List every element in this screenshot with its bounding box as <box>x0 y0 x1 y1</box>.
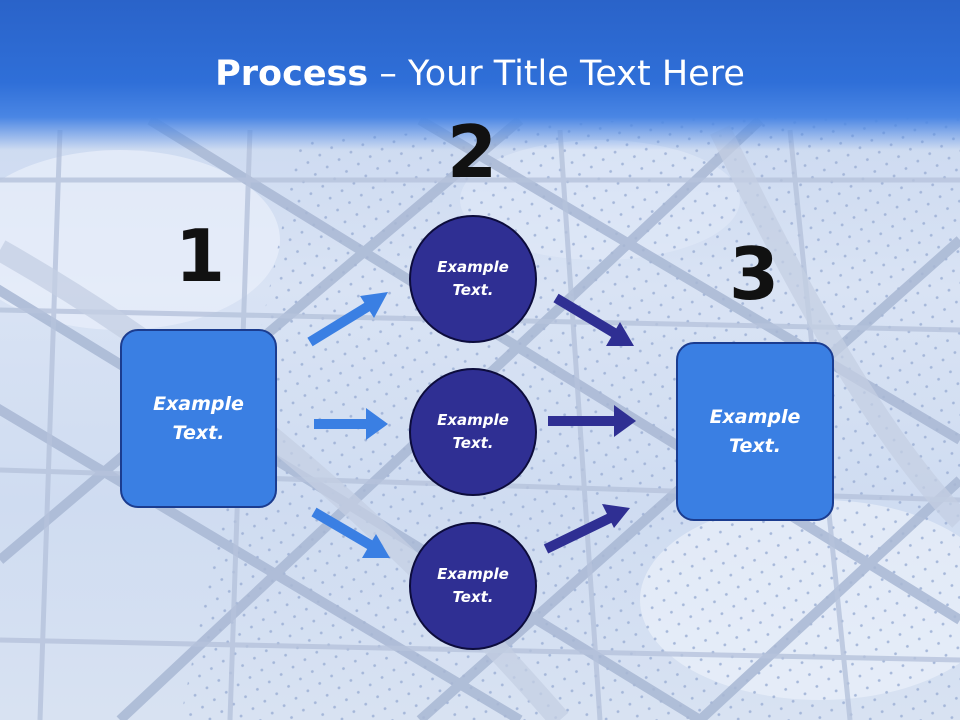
arrow-middle-to-right <box>548 405 636 437</box>
step-number-3: 3 <box>728 232 780 316</box>
circle-top-text: Example Text. <box>437 258 509 299</box>
left-example-box[interactable]: Example Text. <box>120 329 277 508</box>
arrow-top-to-right <box>553 293 634 346</box>
circle-middle[interactable]: Example Text. <box>409 368 537 496</box>
arrow-bottom-to-right <box>543 504 630 554</box>
arrow-left-to-bottom <box>311 507 390 558</box>
title-rest: – Your Title Text Here <box>368 54 745 94</box>
circle-top[interactable]: Example Text. <box>409 215 537 343</box>
arrow-left-to-top <box>307 292 388 347</box>
circle-middle-text: Example Text. <box>437 411 509 452</box>
step-number-1: 1 <box>174 214 226 298</box>
right-example-box[interactable]: Example Text. <box>676 342 834 521</box>
title-bold: Process <box>215 54 369 94</box>
left-box-text: Example Text. <box>153 392 244 444</box>
arrow-left-to-middle <box>314 408 388 440</box>
circle-bottom[interactable]: Example Text. <box>409 522 537 650</box>
page-title: Process – Your Title Text Here <box>0 52 960 96</box>
header-band <box>0 0 960 150</box>
right-box-text: Example Text. <box>709 405 801 457</box>
step-number-2: 2 <box>446 110 498 194</box>
circle-bottom-text: Example Text. <box>437 565 509 606</box>
